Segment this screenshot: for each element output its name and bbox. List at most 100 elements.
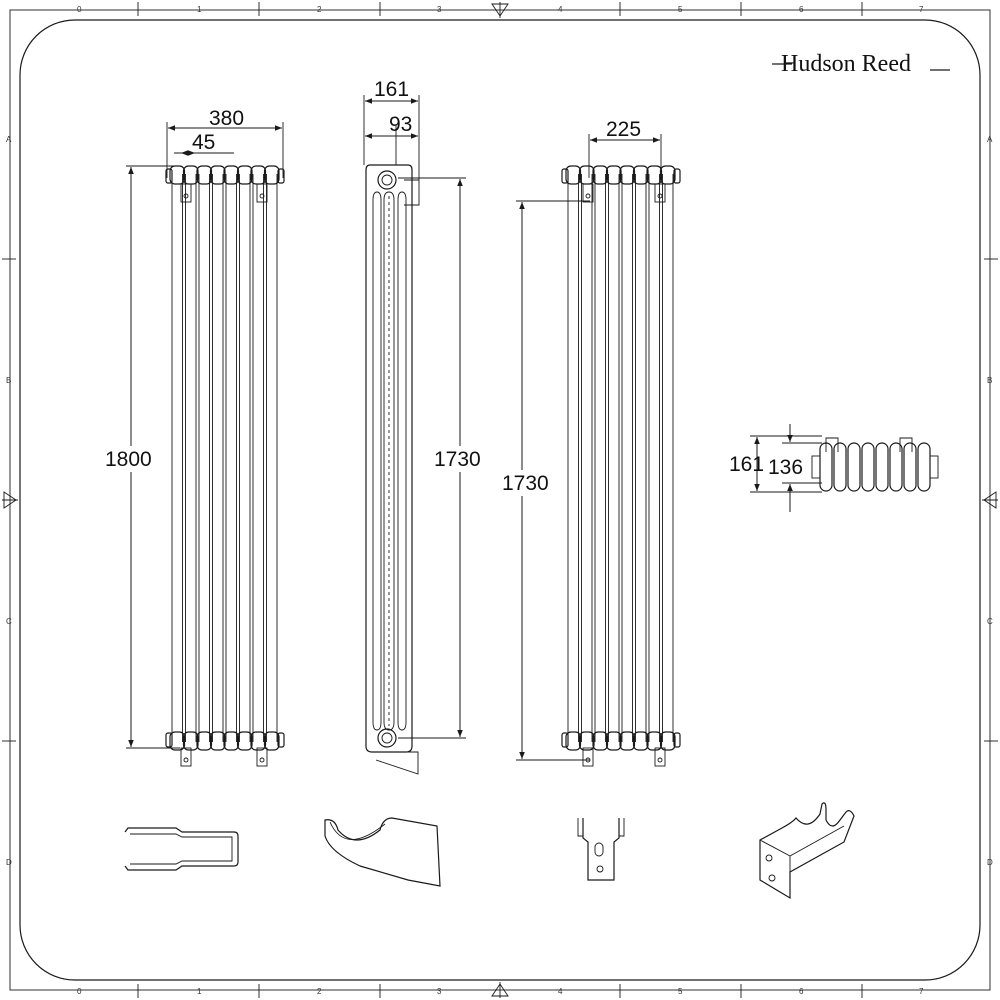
wall-bracket	[654, 747, 666, 767]
radiator-column	[608, 174, 620, 742]
valve-cap	[165, 732, 173, 748]
bracket-hole	[183, 757, 189, 763]
radiator-column	[198, 174, 210, 742]
rear-radiator	[561, 165, 681, 767]
bracket-cradle-profile	[324, 817, 441, 887]
grid-row-label: C	[987, 617, 993, 626]
grid-row-label: C	[6, 617, 12, 626]
wall-bracket	[654, 183, 666, 203]
side-view: 161 93 1730	[363, 78, 486, 775]
wall-bracket	[582, 747, 594, 767]
grid-col-label: 6	[799, 5, 804, 14]
radiator-header-top	[236, 165, 253, 185]
grid-col-label: 6	[799, 987, 804, 996]
radiator-column	[594, 174, 606, 742]
top-view-column	[903, 442, 917, 492]
grid-col-label: 0	[77, 987, 82, 996]
bracket-hole	[183, 193, 189, 199]
top-view-column	[889, 442, 903, 492]
bracket-offset-dimension: 93	[389, 113, 412, 136]
front-view: 380 45 1800	[103, 107, 285, 767]
bracket-hole	[585, 193, 591, 199]
top-view-column	[875, 442, 889, 492]
bracket-hole	[259, 757, 265, 763]
radiator-header-top	[592, 165, 609, 185]
radiator-column	[635, 174, 647, 742]
radiator-header-bottom	[592, 731, 609, 751]
radiator-header-bottom	[659, 731, 676, 751]
top-view-column	[861, 442, 875, 492]
brand-name: Hudson Reed	[781, 51, 911, 77]
grid-col-label: 3	[437, 987, 442, 996]
wall-bracket	[180, 183, 192, 203]
grid-col-label: 4	[558, 5, 563, 14]
top-view: 161 136	[729, 424, 939, 512]
top-view-column	[847, 442, 861, 492]
pipe-centres-dimension: 1730	[434, 448, 481, 471]
radiator-header-top	[196, 165, 213, 185]
radiator-column	[185, 174, 197, 742]
brand-logo: Hudson Reed	[772, 51, 950, 77]
height-dimension: 1800	[105, 448, 152, 471]
column-depth-dimension: 136	[768, 456, 803, 479]
radiator-column	[225, 174, 237, 742]
grid-col-label: 7	[919, 5, 924, 14]
bracket-side-profile	[124, 827, 239, 871]
grid-row-label: A	[6, 135, 12, 144]
radiator-header-bottom	[209, 731, 226, 751]
column-pitch-dimension: 45	[192, 131, 215, 154]
grid-col-label: 1	[197, 5, 202, 14]
grid-col-label: 4	[558, 987, 563, 996]
grid-col-label: 3	[437, 5, 442, 14]
radiator-header-top	[263, 165, 280, 185]
bracket-hole	[657, 193, 663, 199]
valve-cap	[673, 168, 681, 184]
grid-col-label: 5	[678, 987, 683, 996]
radiator-column	[239, 174, 251, 742]
grid-col-label: 7	[919, 987, 924, 996]
radiator-header-bottom	[169, 731, 186, 751]
grid-col-label: 5	[678, 5, 683, 14]
grid-labels: 0 1 2 3 4 5 6 7 0 1 2 3 4 5 6 7 A B C D …	[6, 5, 993, 996]
rear-view: 225 1730	[500, 118, 681, 767]
front-radiator	[165, 165, 285, 767]
radiator-header-top	[646, 165, 663, 185]
radiator-header-bottom	[196, 731, 213, 751]
radiator-header-bottom	[250, 731, 267, 751]
top-view-column	[833, 442, 847, 492]
valve-cap	[561, 732, 569, 748]
bracket-hole	[259, 193, 265, 199]
valve-cap	[673, 732, 681, 748]
radiator-header-bottom	[565, 731, 582, 751]
radiator-header-bottom	[223, 731, 240, 751]
radiator-header-top	[619, 165, 636, 185]
bracket-spacing-dimension: 225	[606, 118, 641, 141]
bracket-isometric	[759, 802, 855, 900]
radiator-header-bottom	[632, 731, 649, 751]
valve-cap	[165, 168, 173, 184]
wall-bracket	[180, 747, 192, 767]
valve-cap	[561, 168, 569, 184]
bracket-hole	[657, 757, 663, 763]
radiator-header-bottom	[646, 731, 663, 751]
radiator-column	[252, 174, 264, 742]
grid-col-label: 1	[197, 987, 202, 996]
top-view-column	[917, 442, 931, 492]
radiator-column	[212, 174, 224, 742]
wall-bracket	[582, 183, 594, 203]
radiator-column	[567, 174, 579, 742]
grid-row-label: D	[987, 858, 993, 867]
overall-depth-dimension: 161	[729, 453, 764, 476]
grid-col-label: 2	[317, 987, 322, 996]
radiator-column	[581, 174, 593, 742]
radiator-column	[266, 174, 278, 742]
grid-col-label: 0	[77, 5, 82, 14]
bracket-wall-plate	[577, 818, 625, 881]
wall-bracket	[256, 183, 268, 203]
valve-cap	[277, 168, 285, 184]
radiator-header-top	[632, 165, 649, 185]
radiator-header-top	[565, 165, 582, 185]
width-dimension: 380	[209, 107, 244, 130]
radiator-column	[662, 174, 674, 742]
